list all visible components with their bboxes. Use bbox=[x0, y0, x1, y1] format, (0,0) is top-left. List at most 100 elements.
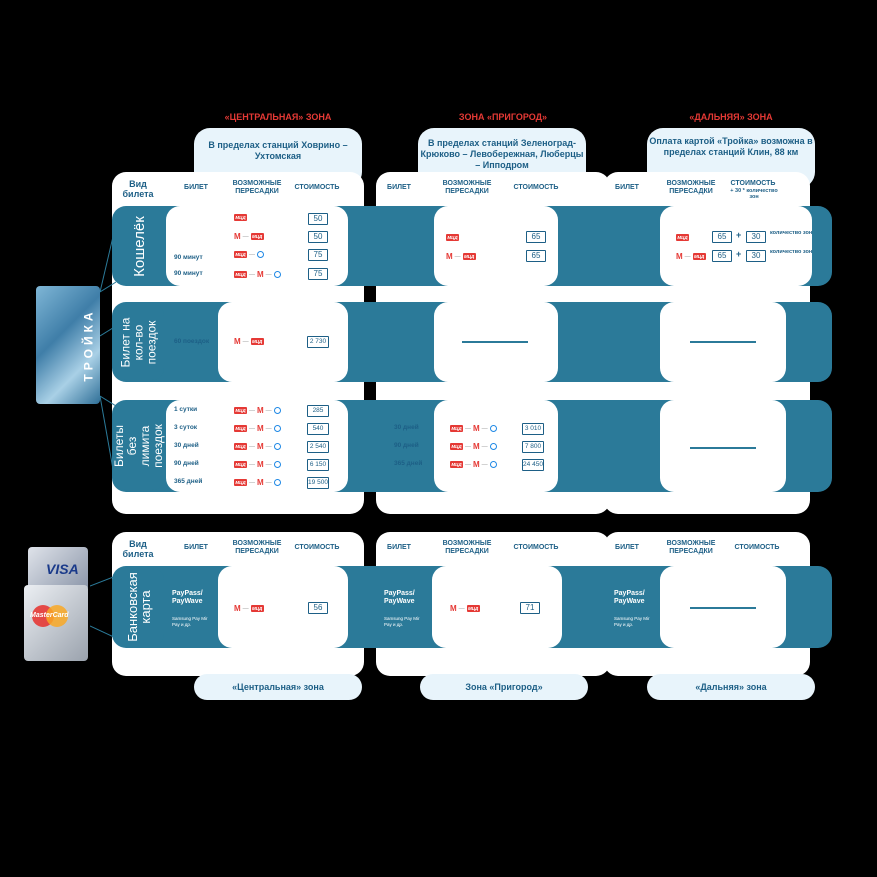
bus-icon bbox=[273, 443, 281, 450]
price-cell: 65 bbox=[712, 250, 732, 262]
transfer-mcd-metro-bus: МЦД—М— bbox=[234, 424, 281, 433]
transfer-metro-mcd: М—МЦД bbox=[450, 604, 480, 613]
samsung-pay-text: Samsung Pay Mir Pay и др. bbox=[384, 616, 420, 627]
arrow-icon: — bbox=[249, 271, 255, 278]
header-ticket: БИЛЕТ bbox=[184, 184, 208, 191]
header-price: СТОИМОСТЬ bbox=[734, 544, 780, 551]
visa-card: VISA bbox=[28, 547, 88, 591]
cell-far-unlimited bbox=[660, 400, 786, 492]
transfer-mcd: МЦД bbox=[446, 234, 459, 241]
header-ticket: БИЛЕТ bbox=[387, 544, 411, 551]
unlimited-label: 365 дней bbox=[394, 460, 423, 467]
price-cell: 65 bbox=[526, 250, 546, 262]
price-cell: 7 800 bbox=[522, 441, 544, 453]
header-transfers: ВОЗМОЖНЫЕ ПЕРЕСАДКИ bbox=[232, 180, 282, 195]
unlimited-label: 30 дней bbox=[394, 424, 419, 431]
mcd-icon: МЦД bbox=[466, 605, 480, 612]
mcd-icon: МЦД bbox=[450, 443, 463, 450]
transfer-mcd: МЦД bbox=[676, 234, 689, 241]
arrow-icon: — bbox=[249, 479, 255, 486]
plus-sign: + bbox=[736, 249, 742, 259]
wallet-label: 90 минут bbox=[174, 270, 203, 277]
transfer-mcd-metro-bus: МЦД—М— bbox=[234, 406, 281, 415]
metro-icon: М bbox=[473, 460, 480, 469]
price-cell: 65 bbox=[526, 231, 546, 243]
transfer-metro-mcd: М—МЦД bbox=[676, 252, 706, 261]
metro-icon: М bbox=[257, 270, 264, 279]
cell-far-wallet bbox=[660, 206, 812, 286]
transfer-mcd-metro-bus: МЦД—М— bbox=[234, 460, 281, 469]
header-price: СТОИМОСТЬ bbox=[513, 184, 559, 191]
header-ticket: БИЛЕТ bbox=[615, 544, 639, 551]
transfer-mcd-metro-bus: МЦД—М— bbox=[234, 442, 281, 451]
zone-footer-far: «Дальняя» зона bbox=[647, 674, 815, 700]
row-tab-rides: Билет на кол-во поездок bbox=[114, 304, 164, 380]
price-cell: 56 bbox=[308, 602, 328, 614]
mastercard-logo: MasterCard bbox=[30, 612, 69, 619]
header-ticket: БИЛЕТ bbox=[184, 544, 208, 551]
arrow-icon: — bbox=[481, 443, 488, 450]
arrow-icon: — bbox=[454, 253, 461, 260]
price-cell: 71 bbox=[520, 602, 540, 614]
price-cell: 540 bbox=[307, 423, 329, 435]
price-cell: 285 bbox=[307, 405, 329, 417]
arrow-icon: — bbox=[465, 461, 471, 468]
metro-icon: М bbox=[446, 252, 453, 261]
arrow-icon: — bbox=[265, 479, 272, 486]
metro-icon: М bbox=[450, 604, 457, 613]
visa-logo: VISA bbox=[46, 561, 79, 577]
paypass-logo: PayPass/ PayWave bbox=[384, 590, 415, 605]
mcd-icon: МЦД bbox=[234, 407, 247, 414]
price-cell: 3 010 bbox=[522, 423, 544, 435]
arrow-icon: — bbox=[249, 251, 255, 258]
price-cell: 75 bbox=[308, 249, 328, 261]
samsung-pay-text: Samsung Pay Mir Pay и др. bbox=[614, 616, 650, 627]
unlimited-label: 90 дней bbox=[174, 460, 199, 467]
price-cell: 19 500 bbox=[307, 477, 329, 489]
paypass-logo: PayPass/ PayWave bbox=[172, 590, 203, 605]
header-transfers: ВОЗМОЖНЫЕ ПЕРЕСАДКИ bbox=[232, 540, 282, 555]
paypass-logo: PayPass/ PayWave bbox=[614, 590, 645, 605]
arrow-icon: — bbox=[265, 425, 272, 432]
samsung-pay-text: Samsung Pay Mir Pay и др. bbox=[172, 616, 208, 627]
transfer-mcd-metro-bus: МЦД—М— bbox=[450, 442, 497, 451]
header-ticket: БИЛЕТ bbox=[615, 184, 639, 191]
bus-icon bbox=[489, 425, 497, 432]
wallet-label: 90 минут bbox=[174, 254, 203, 261]
price-cell: 50 bbox=[308, 231, 328, 243]
bus-icon bbox=[489, 461, 497, 468]
price-cell: 75 bbox=[308, 268, 328, 280]
zone-footer-suburb: Зона «Пригород» bbox=[420, 674, 588, 700]
header-price-far-note: + 30 * количество зон bbox=[730, 188, 778, 200]
arrow-icon: — bbox=[249, 443, 255, 450]
header-price: СТОИМОСТЬ bbox=[513, 544, 559, 551]
row-label-unlimited: Билеты без лимита поездок bbox=[112, 424, 165, 468]
header-transfers: ВОЗМОЖНЫЕ ПЕРЕСАДКИ bbox=[442, 180, 492, 195]
arrow-icon: — bbox=[265, 407, 272, 414]
arrow-icon: — bbox=[465, 425, 471, 432]
metro-icon: М bbox=[676, 252, 683, 261]
bank-cards-image: VISA MasterCard bbox=[24, 545, 90, 661]
unlimited-label: 1 сутки bbox=[174, 406, 198, 413]
arrow-icon: — bbox=[481, 425, 488, 432]
arrow-icon: — bbox=[684, 253, 691, 260]
metro-icon: М bbox=[257, 478, 264, 487]
bus-icon bbox=[273, 407, 281, 414]
header-transfers: ВОЗМОЖНЫЕ ПЕРЕСАДКИ bbox=[442, 540, 492, 555]
price-cell: 24 450 bbox=[522, 459, 544, 471]
row-label-wallet: Кошелёк bbox=[130, 215, 148, 277]
price-cell: 30 bbox=[746, 231, 766, 243]
price-cell: 6 150 bbox=[307, 459, 329, 471]
metro-icon: М bbox=[473, 442, 480, 451]
cell-suburb-wallet bbox=[434, 206, 558, 286]
mcd-icon: МЦД bbox=[250, 338, 264, 345]
mcd-icon: МЦД bbox=[450, 461, 463, 468]
mcd-icon: МЦД bbox=[234, 214, 247, 221]
arrow-icon: — bbox=[465, 443, 471, 450]
plus-sign: + bbox=[736, 230, 742, 240]
arrow-icon: — bbox=[265, 443, 272, 450]
troika-brand: ТРОЙКА bbox=[82, 308, 96, 382]
header-transfers: ВОЗМОЖНЫЕ ПЕРЕСАДКИ bbox=[666, 180, 716, 195]
metro-icon: М bbox=[234, 337, 241, 346]
mcd-icon: МЦД bbox=[462, 253, 476, 260]
